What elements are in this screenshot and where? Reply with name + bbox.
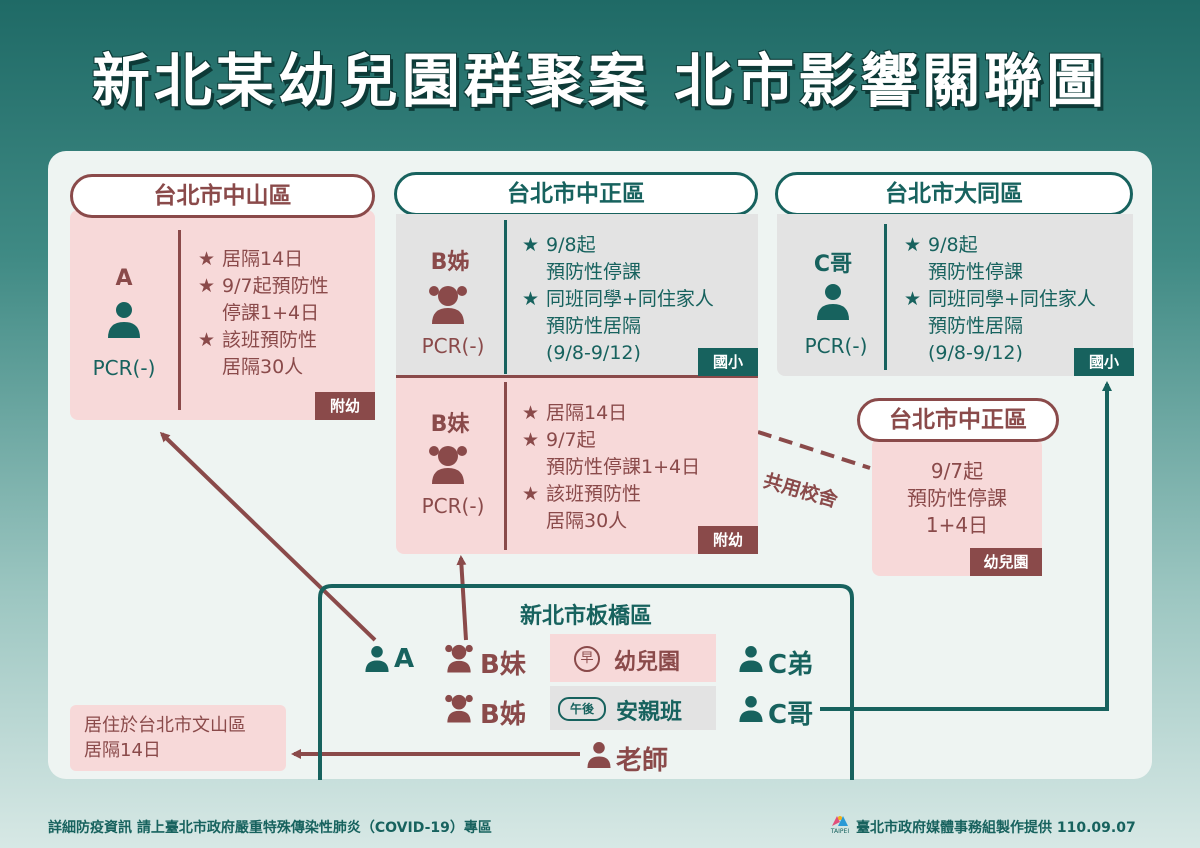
datong-header: 台北市大同區 (775, 172, 1133, 216)
wenshan-lines: 居住於台北市文山區 居隔14日 (84, 715, 246, 761)
afternoon-label: 安親班 (616, 700, 683, 725)
shared-campus-dash (757, 430, 871, 470)
arrow-cge-to-datong (820, 381, 1112, 711)
zhongshan-person-name: A (115, 266, 133, 291)
datong-badge: 國小 (1074, 348, 1134, 376)
zhongzheng-bottom-card (396, 376, 758, 554)
banqiao-frame (318, 584, 854, 780)
zhongzheng-top-badge: 國小 (698, 348, 758, 376)
zhongzheng-bottom-pcr: PCR(-) (421, 494, 485, 518)
zhongzheng-bottom-item: ★該班預防性 (522, 483, 642, 505)
person-c-di-icon (739, 646, 763, 672)
afternoon-after-school-box (550, 686, 716, 730)
zhongzheng2-lines: 9/7起 預防性停課 1+4日 (907, 459, 1007, 537)
zhongzheng-bottom-items: ★居隔14日 ★9/7起 預防性停課1+4日 ★該班預防性 居隔30人 (522, 400, 752, 535)
arrow-a-to-zhongshan (159, 431, 377, 642)
banqiao-teacher: 老師 (616, 746, 669, 776)
girl-b-mei-small-icon (445, 644, 473, 673)
datong-item: ★9/8起 (904, 234, 978, 256)
zhongzheng2-header: 台北市中正區 (857, 398, 1059, 442)
zhongzheng-top-items: ★9/8起 預防性停課 ★同班同學+同住家人 預防性居隔 (9/8-9/12) (522, 232, 758, 367)
zhongzheng-top-pcr: PCR(-) (421, 334, 485, 358)
page-title: 新北某幼兒園群聚案 北市影響關聯圖 (91, 47, 1109, 115)
taipei-logo-icon (832, 816, 848, 826)
banqiao-person-a: A (394, 644, 415, 674)
zhongzheng-bottom-item: ★居隔14日 (522, 402, 628, 424)
banqiao-person-b-jie: B姊 (480, 700, 526, 730)
zhongshan-item: ★該班預防性 (198, 329, 318, 351)
datong-pcr: PCR(-) (804, 334, 868, 358)
zhongzheng-top-item: ★同班同學+同住家人 (522, 288, 714, 310)
zhongshan-items: ★居隔14日 ★9/7起預防性 停課1+4日 ★該班預防性 居隔30人 (198, 246, 373, 381)
zhongzheng-bottom-person-name: B妹 (430, 412, 470, 437)
zhongshan-pcr: PCR(-) (92, 356, 156, 380)
girl-b-jie-small-icon (445, 694, 473, 723)
footer-info: 詳細防疫資訊 請上臺北市政府嚴重特殊傳染性肺炎（COVID-19）專區 (48, 820, 492, 836)
wenshan-card (70, 705, 286, 771)
banqiao-person-c-di: C弟 (768, 650, 814, 680)
zhongshan-item: ★9/7起預防性 (198, 275, 329, 297)
teacher-icon (587, 742, 611, 768)
datong-person-name: C哥 (813, 252, 853, 277)
person-a-icon (108, 302, 140, 338)
banqiao-person-c-ge: C哥 (768, 700, 814, 730)
taipei-logo-text: TAIPEI (830, 828, 850, 835)
person-c-ge-small-icon (739, 696, 763, 722)
girl-b-mei-icon (429, 446, 467, 484)
zhongshan-header: 台北市中山區 (70, 174, 375, 218)
zhongzheng-bottom-item: ★9/7起 (522, 429, 596, 451)
datong-items: ★9/8起 預防性停課 ★同班同學+同住家人 預防性居隔 (9/8-9/12) (904, 232, 1133, 367)
arrow-bmei-to-zhongzheng (456, 555, 468, 641)
zhongzheng-top-person-name: B姊 (430, 250, 470, 275)
zhongzheng-bottom-badge: 附幼 (698, 526, 758, 554)
zhongzheng-header: 台北市中正區 (394, 172, 758, 216)
banqiao-header: 新北市板橋區 (519, 604, 652, 629)
zhongzheng-top-item: ★9/8起 (522, 234, 596, 256)
person-c-ge-icon (817, 284, 849, 320)
morning-label: 幼兒園 (614, 650, 681, 675)
zhongshan-badge: 附幼 (315, 392, 375, 420)
person-a-small-icon (365, 646, 389, 672)
afternoon-tag: 午後 (558, 697, 606, 721)
zhongzheng-split-line (396, 375, 758, 378)
morning-tag: 早 (574, 646, 600, 672)
zhongzheng-top-divider (504, 220, 507, 374)
datong-item: ★同班同學+同住家人 (904, 288, 1096, 310)
banqiao-person-b-mei: B妹 (480, 650, 526, 680)
datong-divider (884, 224, 887, 370)
zhongshan-item: ★居隔14日 (198, 248, 304, 270)
girl-b-jie-icon (429, 286, 467, 324)
zhongzheng2-badge: 幼兒園 (970, 548, 1042, 576)
taipei-logo: TAIPEI (830, 814, 850, 836)
zhongzheng-bottom-divider (504, 382, 507, 550)
footer-credit: 臺北市政府媒體事務組製作提供 110.09.07 (856, 820, 1136, 836)
zhongshan-divider (178, 230, 181, 410)
